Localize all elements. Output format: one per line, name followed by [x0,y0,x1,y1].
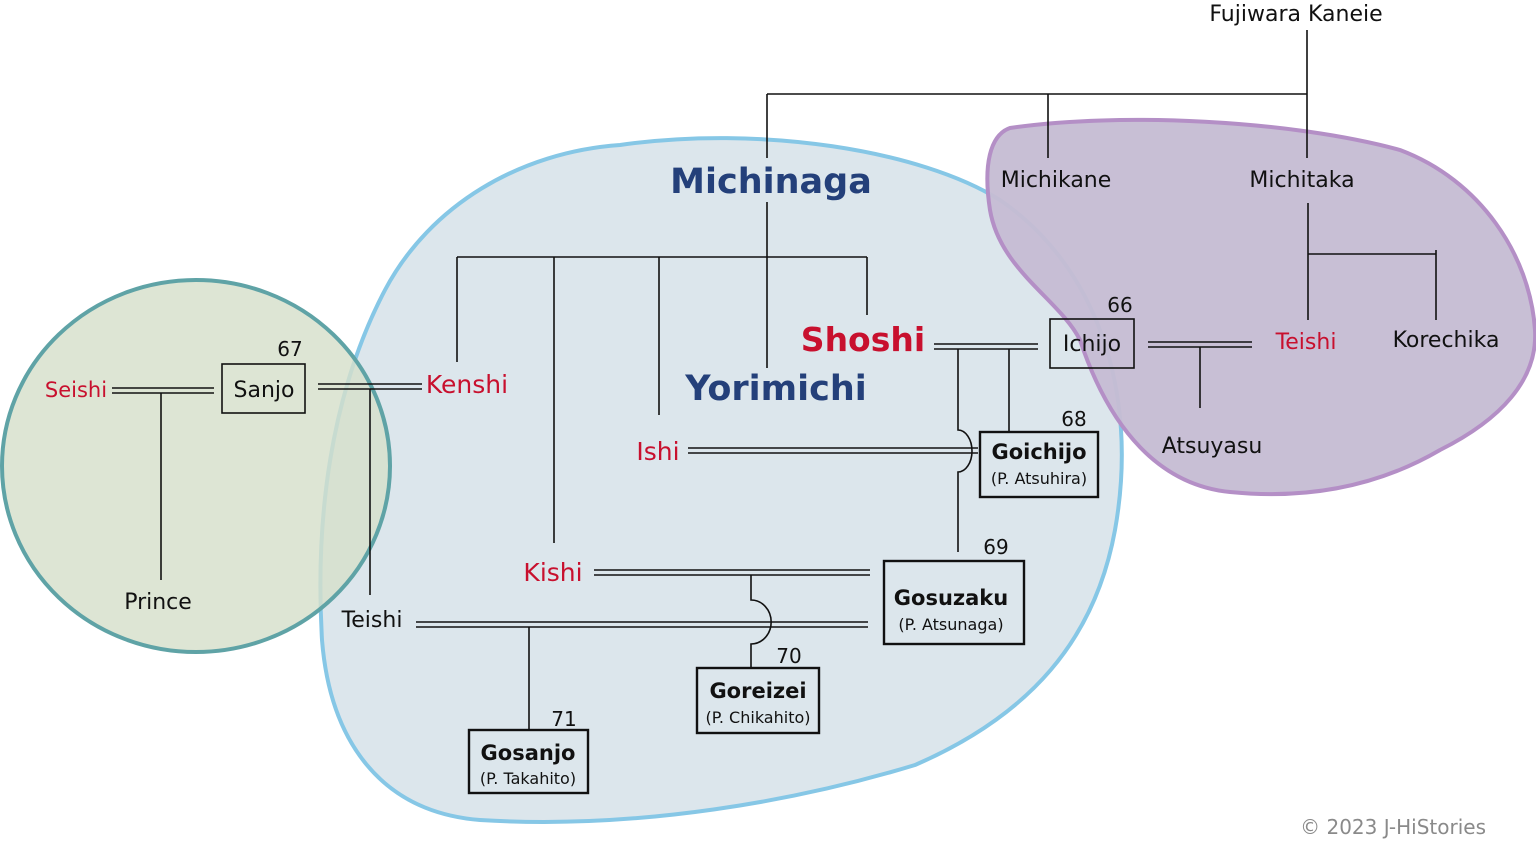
emperor-number: 68 [1061,407,1086,431]
emperor-name: Sanjo [234,378,295,403]
emperor-prince-name: (P. Chikahito) [705,708,810,727]
emperor-sanjo: Sanjo 67 [221,337,306,414]
name-seishi: Seishi [45,378,107,402]
emperor-name: Goichijo [991,440,1086,464]
emperor-ichijo: Ichijo 66 [1049,293,1135,369]
emperor-box [221,363,306,414]
name-teishi-consort: Teishi [1275,330,1337,355]
name-teishi-sanjo-daughter: Teishi [341,608,403,633]
emperor-goreizei: Goreizei (P. Chikahito) 70 [695,644,821,735]
name-kaneie: Fujiwara Kaneie [1209,2,1382,27]
copyright-notice: © 2023 J-HiStories [1300,815,1486,839]
emperor-box [467,728,590,795]
name-atsuyasu: Atsuyasu [1162,434,1263,459]
emperor-number: 67 [277,337,302,361]
emperor-number: 71 [551,707,576,731]
michitaka-region [985,117,1536,497]
emperor-goichijo: Goichijo (P. Atsuhira) 68 [978,407,1100,499]
emperor-prince-name: (P. Atsunaga) [898,615,1003,634]
emperor-box [1049,318,1135,369]
emperor-name: Ichijo [1063,332,1121,357]
name-prince: Prince [124,590,192,615]
name-kenshi: Kenshi [426,370,508,399]
kaneie-lines [766,30,1308,158]
emperor-name: Goreizei [709,679,806,703]
emperor-box [978,430,1100,499]
name-korechika: Korechika [1393,328,1500,353]
marriage-lines [112,341,1252,730]
emperor-box [695,666,821,735]
emperor-box [882,559,1026,646]
name-shoshi: Shoshi [801,320,925,359]
name-michitaka: Michitaka [1249,168,1354,193]
name-kishi: Kishi [523,558,582,587]
emperor-name: Gosuzaku [894,586,1008,610]
emperor-name: Gosanjo [481,741,576,765]
emperor-gosanjo: Gosanjo (P. Takahito) 71 [467,707,590,795]
name-michikane: Michikane [1001,168,1112,193]
name-michinaga: Michinaga [670,162,872,202]
name-yorimichi: Yorimichi [684,369,867,409]
emperor-number: 69 [983,535,1008,559]
sanjo-region [0,278,392,654]
emperor-prince-name: (P. Takahito) [480,769,576,788]
emperor-prince-name: (P. Atsuhira) [991,469,1087,488]
emperor-number: 70 [776,644,801,668]
michitaka-lines [1307,203,1437,320]
emperor-gosuzaku: Gosuzaku (P. Atsunaga) 69 [882,535,1026,646]
name-ishi: Ishi [636,437,679,466]
michinaga-lines [456,202,868,543]
emperor-number: 66 [1107,293,1132,317]
